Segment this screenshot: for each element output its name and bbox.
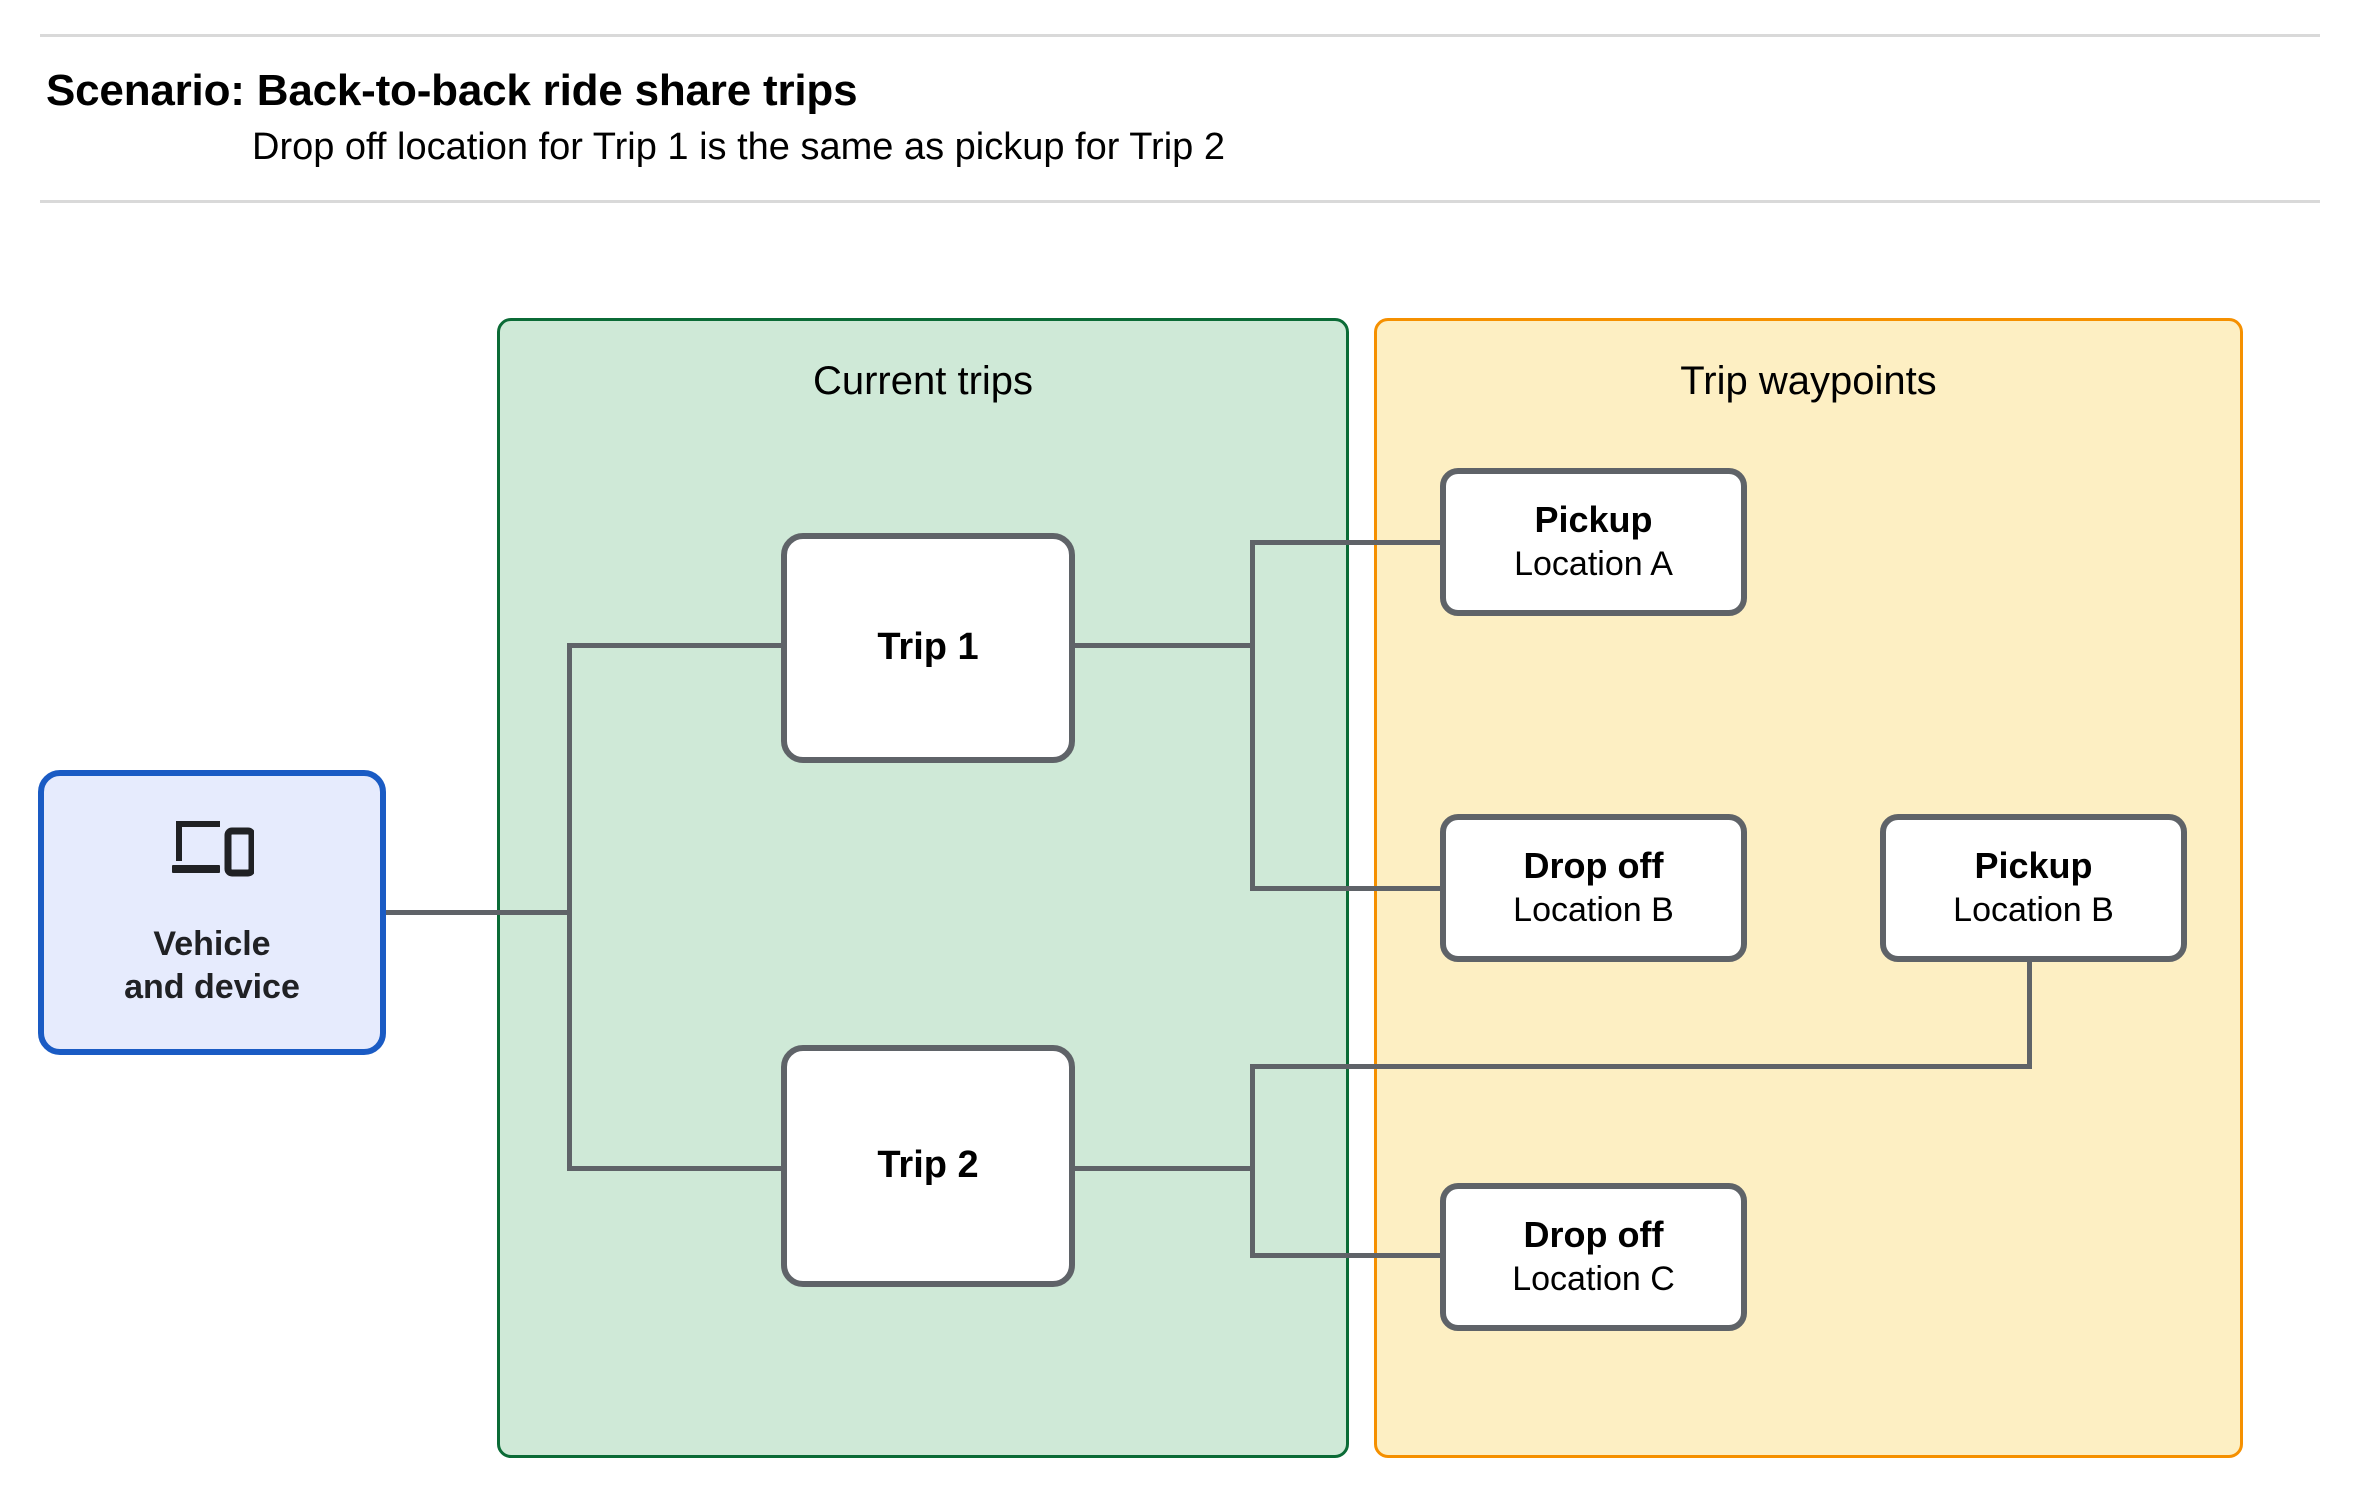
connector-spine-to-trip1 xyxy=(567,643,781,648)
connector-trip2-riser xyxy=(1250,1064,1255,1256)
node-waypoint-dropoff-c[interactable]: Drop off Location C xyxy=(1440,1183,1747,1331)
connector-spine-vertical xyxy=(567,645,572,1170)
panel-trip-waypoints-title: Trip waypoints xyxy=(1680,359,1937,403)
connector-trip1-to-dropoff-b xyxy=(1250,886,1440,891)
connector-trip1-out-stub xyxy=(1075,643,1255,648)
node-waypoint-dropoff-c-location: Location C xyxy=(1512,1260,1675,1299)
node-waypoint-pickup-a[interactable]: Pickup Location A xyxy=(1440,468,1747,616)
connector-trip2-out-stub xyxy=(1075,1166,1255,1171)
node-trip-2-label: Trip 2 xyxy=(877,1144,979,1187)
vehicle-label: Vehicle and device xyxy=(124,925,300,1006)
panel-current-trips-title: Current trips xyxy=(812,359,1034,403)
connector-trip1-riser xyxy=(1250,540,1255,890)
node-waypoint-pickup-a-location: Location A xyxy=(1514,545,1673,584)
header-divider-bottom xyxy=(40,200,2320,203)
node-trip-1-label: Trip 1 xyxy=(877,626,979,669)
connector-trip1-to-pickup-a xyxy=(1250,540,1446,545)
connector-trip2-to-pickup-b xyxy=(1250,1064,2032,1069)
page-title: Scenario: Back-to-back ride share trips xyxy=(46,66,858,115)
node-waypoint-pickup-b-type: Pickup xyxy=(1974,844,2093,886)
node-waypoint-pickup-b[interactable]: Pickup Location B xyxy=(1880,814,2187,962)
connector-trip2-to-dropoff-c xyxy=(1250,1253,1440,1258)
node-waypoint-dropoff-b[interactable]: Drop off Location B xyxy=(1440,814,1747,962)
node-waypoint-dropoff-c-type: Drop off xyxy=(1523,1213,1664,1255)
node-waypoint-dropoff-b-type: Drop off xyxy=(1523,844,1664,886)
header-divider-top xyxy=(40,34,2320,37)
connector-spine-to-trip2 xyxy=(567,1166,781,1171)
connector-pickup-b-drop xyxy=(2027,962,2032,1069)
node-waypoint-pickup-a-type: Pickup xyxy=(1534,498,1653,540)
connector-vehicle-to-spine xyxy=(386,910,572,915)
node-waypoint-pickup-b-location: Location B xyxy=(1953,891,2114,930)
laptop-and-phone-icon xyxy=(172,821,254,877)
node-trip-2[interactable]: Trip 2 xyxy=(781,1045,1075,1287)
page-subtitle: Drop off location for Trip 1 is the same… xyxy=(252,126,1225,168)
panel-current-trips: Current trips xyxy=(497,318,1349,1458)
node-trip-1[interactable]: Trip 1 xyxy=(781,533,1075,763)
node-waypoint-dropoff-b-location: Location B xyxy=(1513,891,1674,930)
node-vehicle-and-device[interactable]: Vehicle and device xyxy=(38,770,386,1055)
